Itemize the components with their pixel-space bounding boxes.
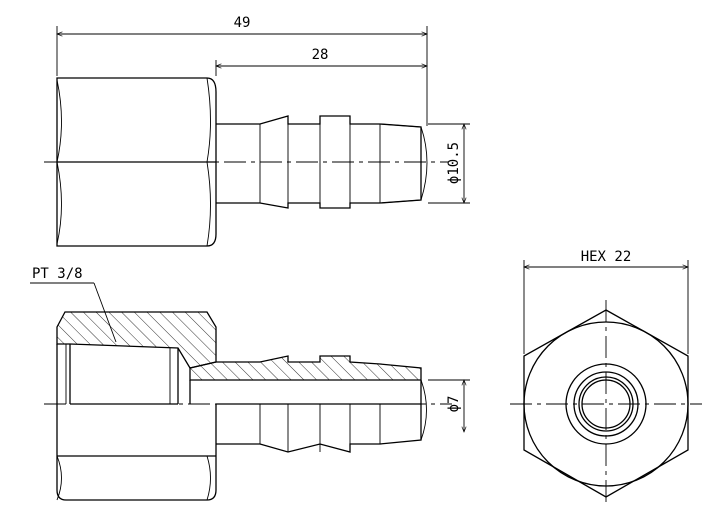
- top-barb-tip-top: [379, 123, 422, 128]
- top-barb-tip-bottom: [379, 199, 422, 204]
- top-hex-lower-flat: [56, 161, 62, 245]
- section-nut-chamfer: [206, 455, 211, 501]
- section-nut-lower: [56, 344, 217, 501]
- dim-bore-diameter: ϕ7: [446, 396, 462, 413]
- dim-hex-size: HEX 22: [581, 249, 632, 265]
- section-nut-wall: [56, 311, 217, 369]
- dim-barb-length: 28: [312, 47, 329, 63]
- dim-barb-diameter: ϕ10.5: [446, 142, 462, 184]
- end-view: HEX 22: [510, 249, 702, 506]
- top-view: 49 28 ϕ10.5: [44, 15, 470, 247]
- top-hex-chamfer-1: [206, 77, 211, 163]
- section-view: PT 3/8 ϕ7: [30, 266, 470, 501]
- section-shank-wall: [189, 355, 422, 381]
- dim-overall-length: 49: [234, 15, 251, 31]
- section-nut-lower-flat: [56, 455, 62, 501]
- top-barb-outline: [216, 115, 422, 209]
- top-hex-upper-flat: [56, 79, 62, 163]
- section-end-face: [420, 379, 427, 441]
- top-barb-end-face: [420, 126, 428, 201]
- thread-label: PT 3/8: [32, 266, 83, 282]
- top-hex-body: [56, 77, 217, 247]
- section-barb-lower: [216, 380, 422, 453]
- thread-leader: [93, 282, 117, 343]
- top-hex-chamfer-2: [206, 161, 211, 247]
